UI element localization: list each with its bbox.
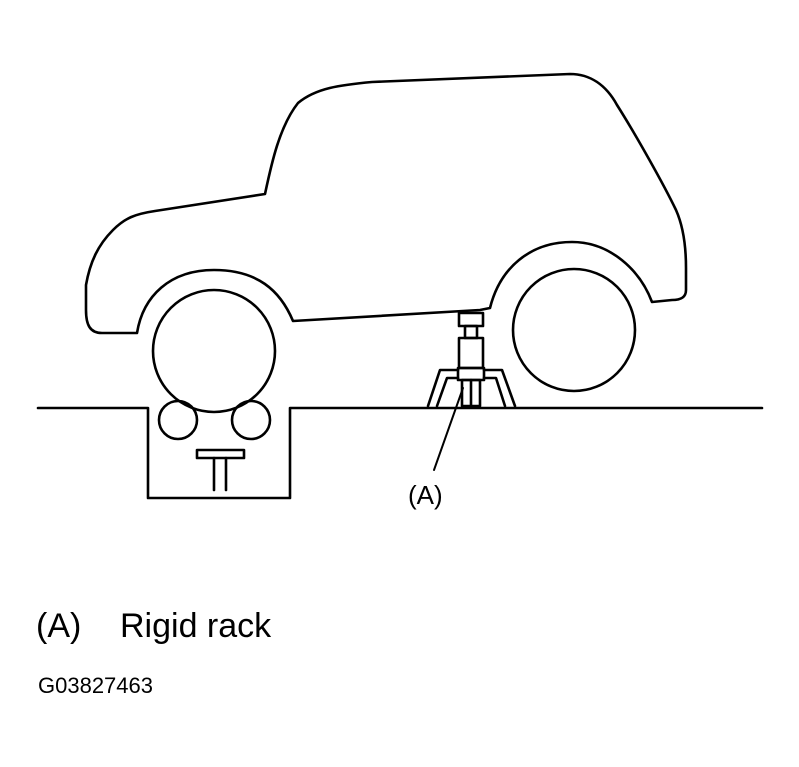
legend-key: (A) [36, 607, 82, 645]
pit-t-handle [195, 448, 246, 492]
pit-roller-left [157, 399, 199, 441]
figure-id: G03827463 [38, 673, 153, 698]
pit-roller-right [230, 399, 272, 441]
vehicle-body-outline [84, 72, 688, 335]
ground-line-with-pit [36, 406, 764, 500]
rear-wheel [511, 267, 637, 393]
legend-text: Rigid rack [120, 607, 272, 645]
rigid-rack [426, 311, 517, 408]
callout-leader-line [433, 387, 464, 471]
legend-row: (A) Rigid rack [36, 606, 271, 646]
front-wheel [151, 288, 277, 414]
rigid-rack-callout-label: (A) [408, 480, 443, 510]
